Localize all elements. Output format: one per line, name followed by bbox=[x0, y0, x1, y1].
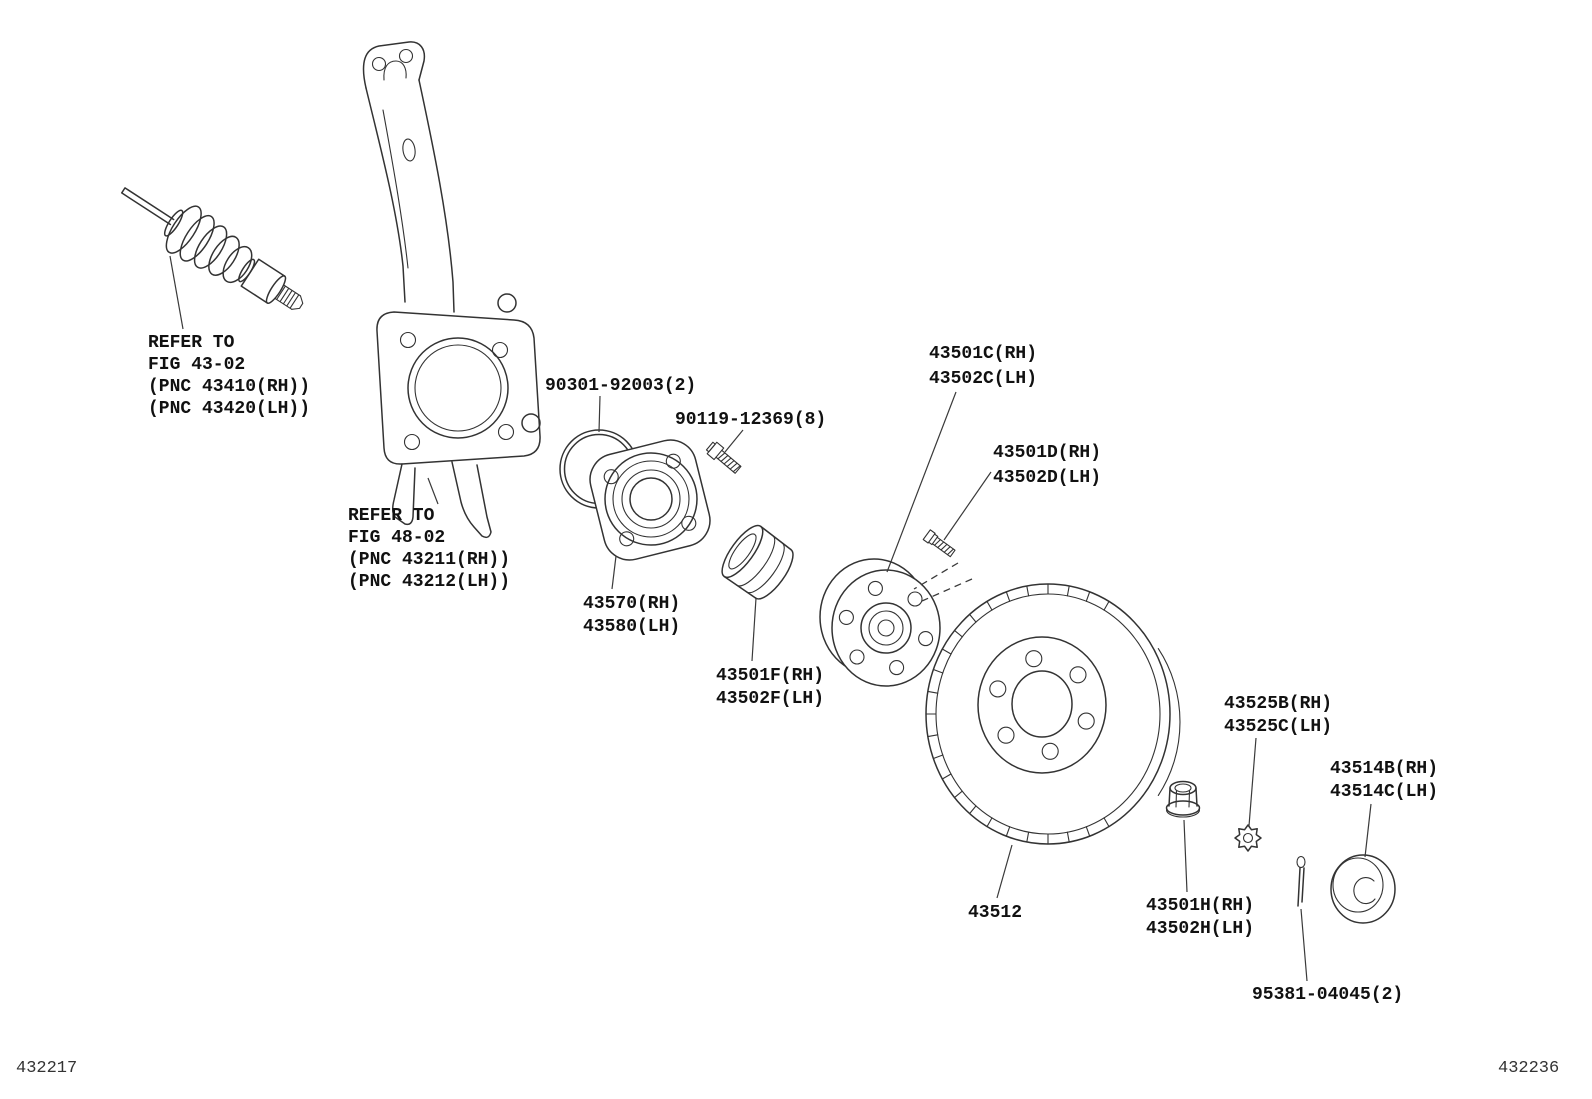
label-grease-cap-rh: 43514B(RH) bbox=[1330, 759, 1438, 779]
label-hub-assy-lh: 43502C(LH) bbox=[929, 369, 1037, 389]
label-lock-nut-lh: 43502H(LH) bbox=[1146, 919, 1254, 939]
label-grease-cap-lh: 43514C(LH) bbox=[1330, 782, 1438, 802]
nut-retainer-drawing bbox=[1234, 824, 1262, 852]
brake-disc-drawing bbox=[925, 583, 1181, 845]
label-hub-assy-rh: 43501C(RH) bbox=[929, 344, 1037, 364]
footer-codes: 432217 432236 bbox=[16, 1059, 1559, 1078]
front-hub-drawing bbox=[819, 558, 941, 687]
hub-bearing-drawing bbox=[589, 439, 711, 561]
leader-disc bbox=[996, 844, 1013, 899]
label-cotter-pin-pn: 95381-04045(2) bbox=[1252, 985, 1403, 1005]
cv-axle-shaft-drawing bbox=[120, 187, 304, 310]
label-axle-ref-2: FIG 43-02 bbox=[148, 355, 245, 375]
disc-edge-hatching bbox=[925, 583, 1110, 845]
label-bearing-lh: 43580(LH) bbox=[583, 617, 680, 637]
leader-hub-assy bbox=[886, 391, 957, 573]
leader-axle-ref bbox=[169, 255, 184, 330]
leader-retainer bbox=[1248, 737, 1257, 827]
label-seal-rh: 43501F(RH) bbox=[716, 666, 824, 686]
figure-code-left: 432217 bbox=[16, 1059, 77, 1078]
label-oring-pn: 90301-92003(2) bbox=[545, 376, 696, 396]
label-lock-nut-rh: 43501H(RH) bbox=[1146, 896, 1254, 916]
leader-oring bbox=[598, 395, 601, 433]
leader-lines bbox=[169, 255, 1372, 982]
part-labels: REFER TO FIG 43-02 (PNC 43410(RH)) (PNC … bbox=[148, 333, 1438, 1005]
steering-knuckle-drawing bbox=[362, 41, 541, 539]
label-hub-bolt-pn: 90119-12369(8) bbox=[675, 410, 826, 430]
label-retainer-lh: 43525C(LH) bbox=[1224, 717, 1332, 737]
leader-bearing bbox=[611, 555, 617, 590]
label-axle-ref-3: (PNC 43410(RH)) bbox=[148, 377, 310, 397]
leader-cotter-pin bbox=[1300, 908, 1308, 982]
insertion-dashed-lines bbox=[913, 562, 973, 602]
hub-stud-drawing bbox=[922, 529, 956, 558]
hub-bolt-drawing bbox=[705, 441, 742, 474]
lock-nut-drawing bbox=[1165, 780, 1201, 818]
leader-hub-bolt bbox=[724, 429, 744, 453]
label-bearing-rh: 43570(RH) bbox=[583, 594, 680, 614]
label-disc-pn: 43512 bbox=[968, 903, 1022, 923]
label-hub-stud-rh: 43501D(RH) bbox=[993, 443, 1101, 463]
leader-grease-cap bbox=[1364, 803, 1372, 858]
label-knuckle-ref-4: (PNC 43212(LH)) bbox=[348, 572, 510, 592]
label-knuckle-ref-3: (PNC 43211(RH)) bbox=[348, 550, 510, 570]
figure-code-right: 432236 bbox=[1498, 1059, 1559, 1078]
leader-knuckle-ref bbox=[427, 477, 439, 505]
label-axle-ref-4: (PNC 43420(LH)) bbox=[148, 399, 310, 419]
bearing-spacer-drawing bbox=[721, 524, 794, 600]
label-axle-ref-1: REFER TO bbox=[148, 333, 235, 353]
label-knuckle-ref-1: REFER TO bbox=[348, 506, 435, 526]
cotter-pin-drawing bbox=[1296, 855, 1306, 907]
label-hub-stud-lh: 43502D(LH) bbox=[993, 468, 1101, 488]
leader-lock-nut bbox=[1183, 819, 1188, 893]
leader-seal bbox=[751, 597, 757, 662]
leader-hub-stud bbox=[943, 471, 992, 541]
label-knuckle-ref-2: FIG 48-02 bbox=[348, 528, 445, 548]
label-retainer-rh: 43525B(RH) bbox=[1224, 694, 1332, 714]
grease-cap-drawing bbox=[1330, 854, 1396, 924]
label-seal-lh: 43502F(LH) bbox=[716, 689, 824, 709]
